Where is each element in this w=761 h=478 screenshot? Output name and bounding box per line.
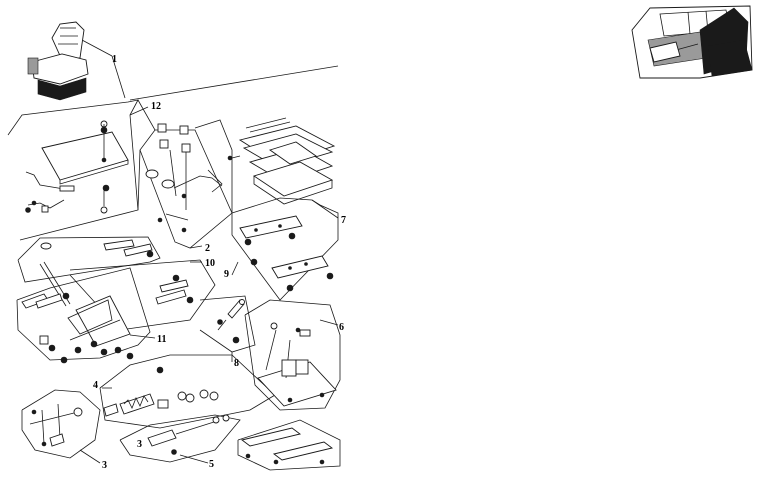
pin-shaft-assembly — [147, 414, 230, 455]
rod-spacer-assembly — [145, 123, 223, 233]
callout-10: 10 — [205, 258, 215, 269]
scissor-frame-assembly — [21, 261, 134, 364]
callout-9: 9 — [224, 269, 229, 280]
bracket-plates — [239, 215, 334, 292]
cushion-rail-part — [240, 427, 334, 465]
base-plate-assembly — [25, 120, 129, 214]
seat-illustration — [27, 21, 89, 101]
callout-labels: 1 12 2 10 9 7 11 8 6 4 3 5 3 — [93, 54, 346, 471]
shock-absorber — [217, 299, 245, 344]
callout-3-lower: 3 — [102, 460, 107, 471]
callout-2: 2 — [205, 243, 210, 254]
leader-lines — [79, 39, 339, 464]
latch-links — [40, 239, 194, 305]
callout-1: 1 — [112, 54, 117, 65]
suspension-frame-assembly — [257, 322, 337, 407]
tractor-cab-seat-icon — [631, 5, 753, 79]
lever-assembly — [29, 403, 83, 447]
callout-3-upper: 3 — [137, 439, 142, 450]
callout-11: 11 — [157, 334, 166, 345]
callout-6: 6 — [339, 322, 344, 333]
callout-7: 7 — [341, 215, 346, 226]
spring-roller-assembly — [103, 366, 219, 417]
callout-12: 12 — [151, 101, 161, 112]
stacked-plates-assembly — [227, 117, 336, 205]
group-outlines — [7, 65, 341, 471]
callout-5: 5 — [209, 459, 214, 470]
callout-8: 8 — [234, 358, 239, 369]
callout-4: 4 — [93, 380, 98, 391]
